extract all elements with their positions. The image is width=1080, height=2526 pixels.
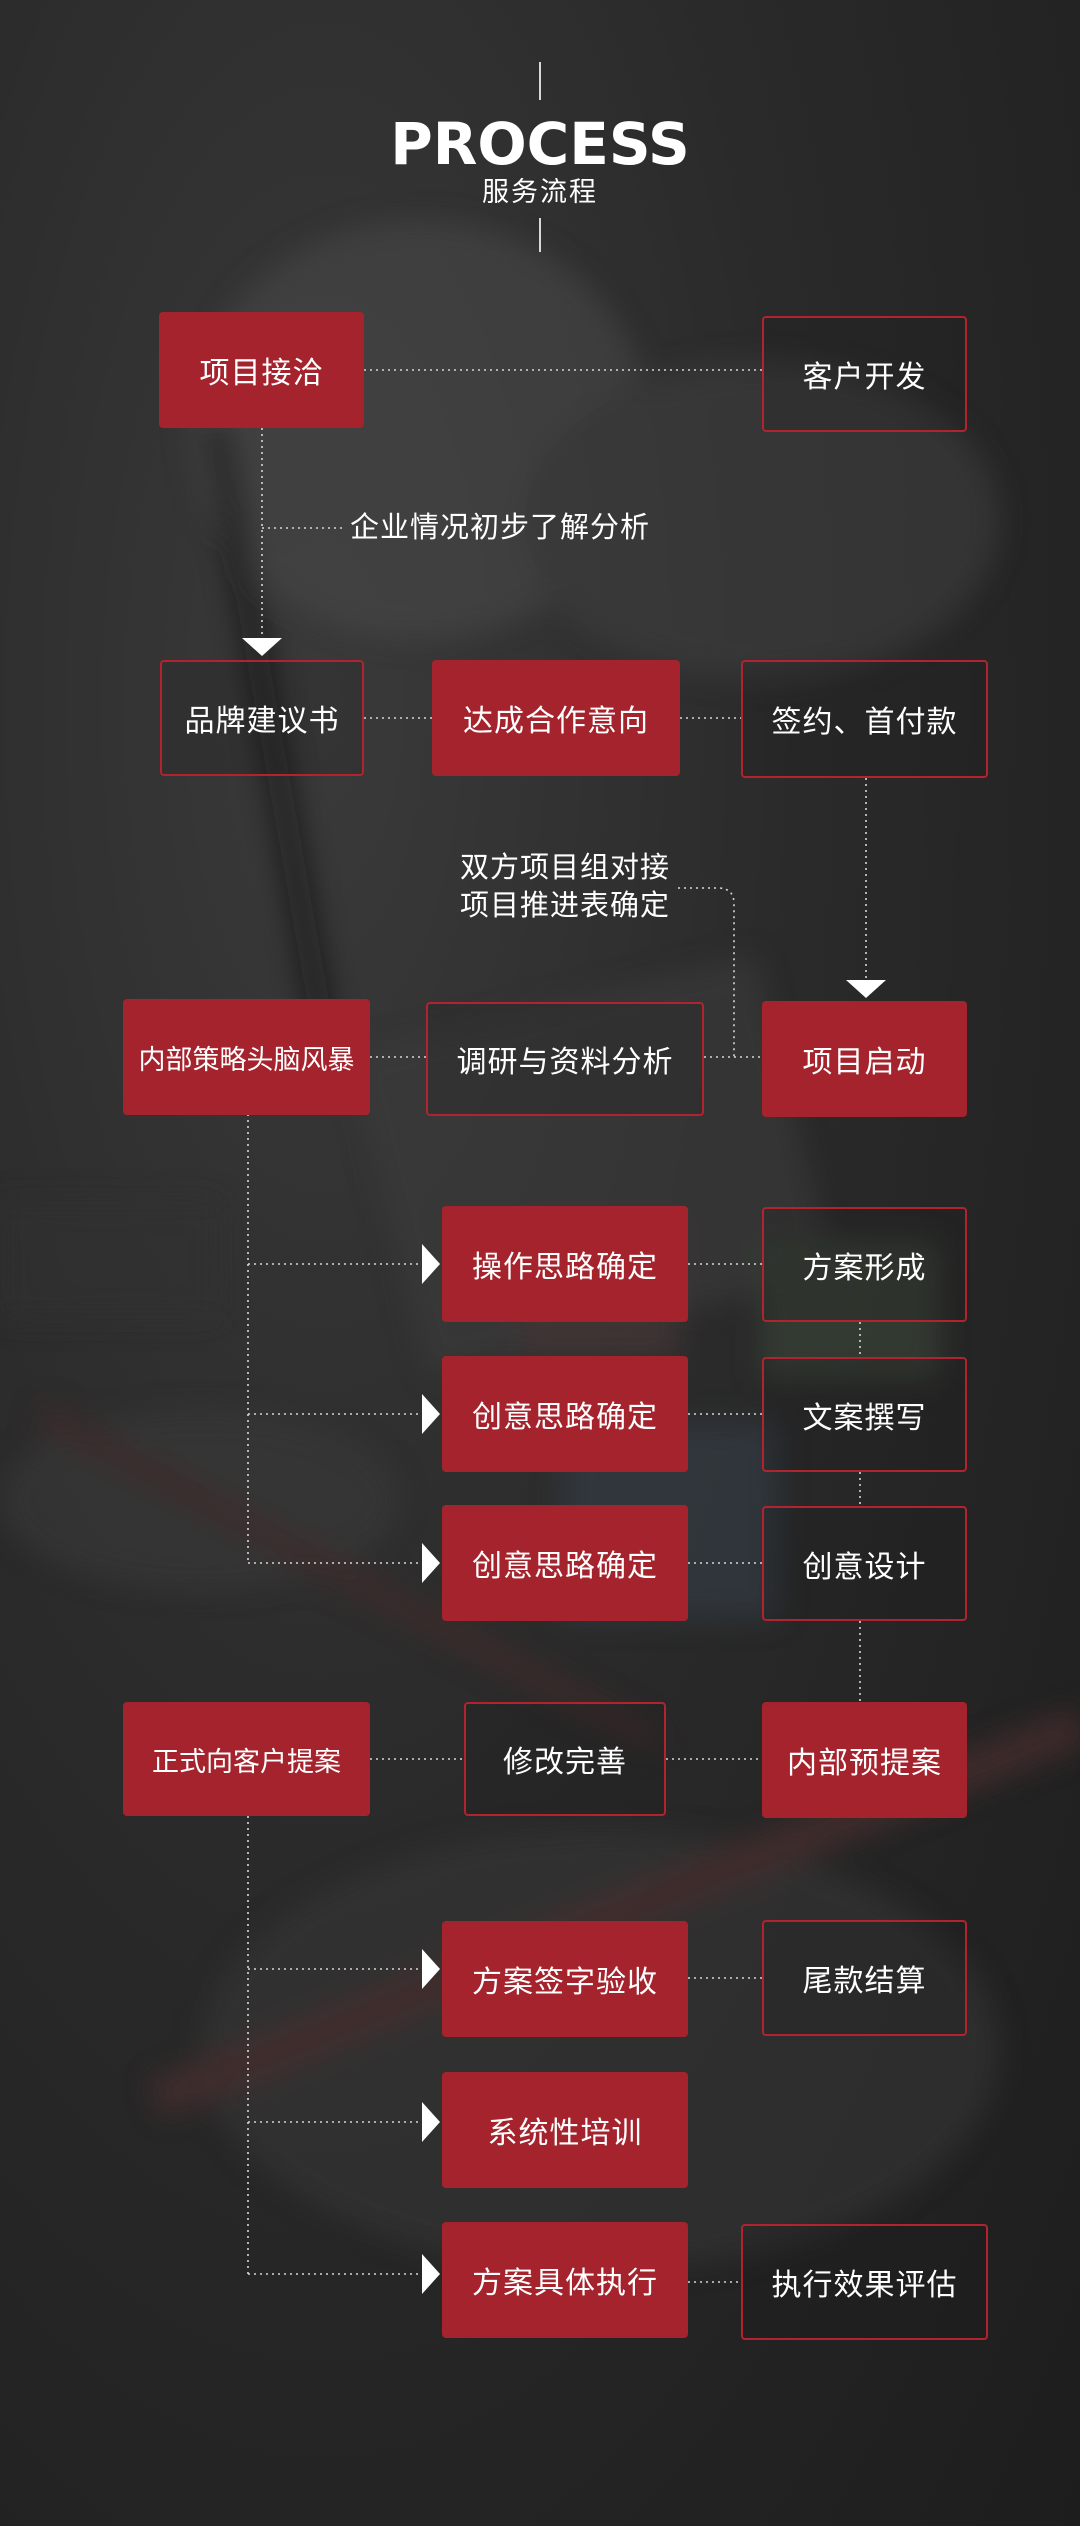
page-title: PROCESS (390, 110, 690, 178)
node-operation-idea: 操作思路确定 (442, 1206, 688, 1322)
node-formal-proposal: 正式向客户提案 (123, 1702, 370, 1816)
node-cooperation-intent: 达成合作意向 (432, 660, 680, 776)
node-final-payment: 尾款结算 (762, 1920, 967, 2036)
node-execution-evaluation: 执行效果评估 (741, 2224, 988, 2340)
node-plan-sign-acceptance: 方案签字验收 (442, 1921, 688, 2037)
node-systematic-training: 系统性培训 (442, 2072, 688, 2188)
note-team-docking: 双方项目组对接 项目推进表确定 (460, 848, 670, 924)
node-creative-idea-1: 创意思路确定 (442, 1356, 688, 1472)
note-team-docking-line1: 双方项目组对接 (460, 850, 671, 884)
node-revise-improve: 修改完善 (464, 1702, 666, 1816)
node-sign-payment: 签约、首付款 (741, 660, 988, 778)
page-subtitle: 服务流程 (482, 177, 598, 208)
node-copywriting: 文案撰写 (762, 1357, 967, 1472)
node-client-development: 客户开发 (762, 316, 967, 432)
node-internal-pre-proposal: 内部预提案 (762, 1702, 967, 1818)
node-brand-proposal: 品牌建议书 (160, 660, 364, 776)
node-project-inquiry: 项目接洽 (159, 312, 364, 428)
node-plan-execution: 方案具体执行 (442, 2222, 688, 2338)
node-project-kickoff: 项目启动 (762, 1001, 967, 1117)
node-plan-formed: 方案形成 (762, 1207, 967, 1322)
note-team-docking-line2: 项目推进表确定 (460, 888, 671, 922)
node-research-analysis: 调研与资料分析 (426, 1002, 704, 1116)
node-creative-idea-2: 创意思路确定 (442, 1505, 688, 1621)
node-creative-design: 创意设计 (762, 1506, 967, 1621)
node-internal-brainstorm: 内部策略头脑风暴 (123, 999, 370, 1115)
note-enterprise-analysis: 企业情况初步了解分析 (350, 510, 651, 544)
